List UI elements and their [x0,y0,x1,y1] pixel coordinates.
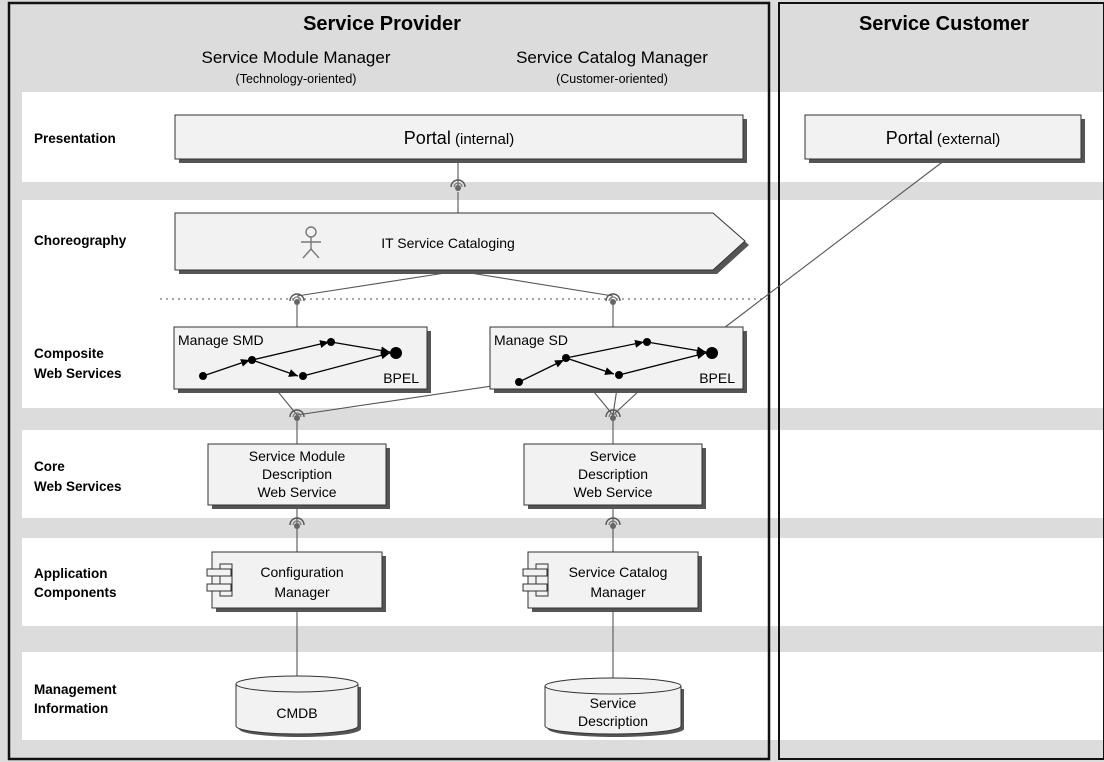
core-service-label: Web Service [573,484,652,500]
core-service-label: Description [578,466,648,482]
composite-label: Manage SD [494,332,568,348]
layer-label: Management [34,682,117,697]
composite-service-smd: Manage SMD BPEL [173,326,431,393]
role-name-scm: Service Catalog Manager [516,48,708,67]
component-box [527,551,699,609]
portal-external-box [804,114,1082,160]
layer-labels: Presentation Choreography Composite Web … [34,131,127,716]
component-service-catalog-manager: Service Catalog Manager [522,551,702,612]
layer-label: Choreography [34,233,127,248]
layer-label: Presentation [34,131,116,146]
composite-engine: BPEL [383,370,419,386]
portal-external-label: Portal (external) [886,128,1001,148]
portal-internal-box [174,114,744,160]
component-icon [206,563,233,597]
database-label: Service [590,695,637,711]
role-name-smm: Service Module Manager [202,48,391,67]
layer-label: Application [34,566,108,581]
connector-line [457,270,614,297]
service-provider-title: Service Provider [303,13,461,35]
database-top [235,675,359,693]
database-body [235,684,359,735]
layer-label: Composite [34,346,104,361]
component-icon [522,563,549,597]
database-cmdb: CMDB [235,675,361,737]
layer-label: Web Services [34,366,122,381]
portal-internal-label: Portal (internal) [404,128,514,148]
bpel-flow [515,338,718,386]
portal-external: Portal (external) [804,114,1085,163]
layer-label: Information [34,701,108,716]
core-service-smd: Service Module Description Web Service [207,443,390,509]
composite-engine: BPEL [699,370,735,386]
connector-line [296,270,459,297]
component-box [211,551,383,609]
component-label: Configuration [260,564,343,580]
service-customer-title: Service Customer [859,13,1029,35]
service-provider-frame [7,1,771,761]
database-label: CMDB [276,705,317,721]
database-service-description: Service Description [544,677,684,737]
layer-label: Web Services [34,479,122,494]
database-top [544,677,682,695]
component-label: Manager [274,584,330,600]
core-service-label: Service [590,448,637,464]
layer-label: Core [34,459,65,474]
composite-service-sd: Manage SD BPEL [489,326,747,393]
bpel-flow [199,338,402,380]
role-orientation-scm: (Customer-oriented) [556,72,668,86]
component-label: Service Catalog [569,564,668,580]
composite-label: Manage SMD [178,332,264,348]
choreography-process: IT Service Cataloging [174,212,749,274]
component-configuration-manager: Configuration Manager [206,551,386,612]
core-service-label: Service Module [249,448,346,464]
core-service-label: Description [262,466,332,482]
core-service-box [523,443,703,506]
core-service-sd: Service Description Web Service [523,443,706,509]
component-label: Manager [590,584,646,600]
service-customer-frame [778,2,1104,760]
core-service-label: Web Service [257,484,336,500]
database-label: Description [578,713,648,729]
choreography-label: IT Service Cataloging [381,235,515,251]
core-service-box [207,443,387,506]
external-portal-link [723,159,946,329]
actor-icon [301,226,321,259]
role-orientation-smm: (Technology-oriented) [236,72,357,86]
connector-line [296,381,520,416]
database-body [544,686,682,735]
portal-internal: Portal (internal) [174,114,747,163]
layer-label: Components [34,585,117,600]
